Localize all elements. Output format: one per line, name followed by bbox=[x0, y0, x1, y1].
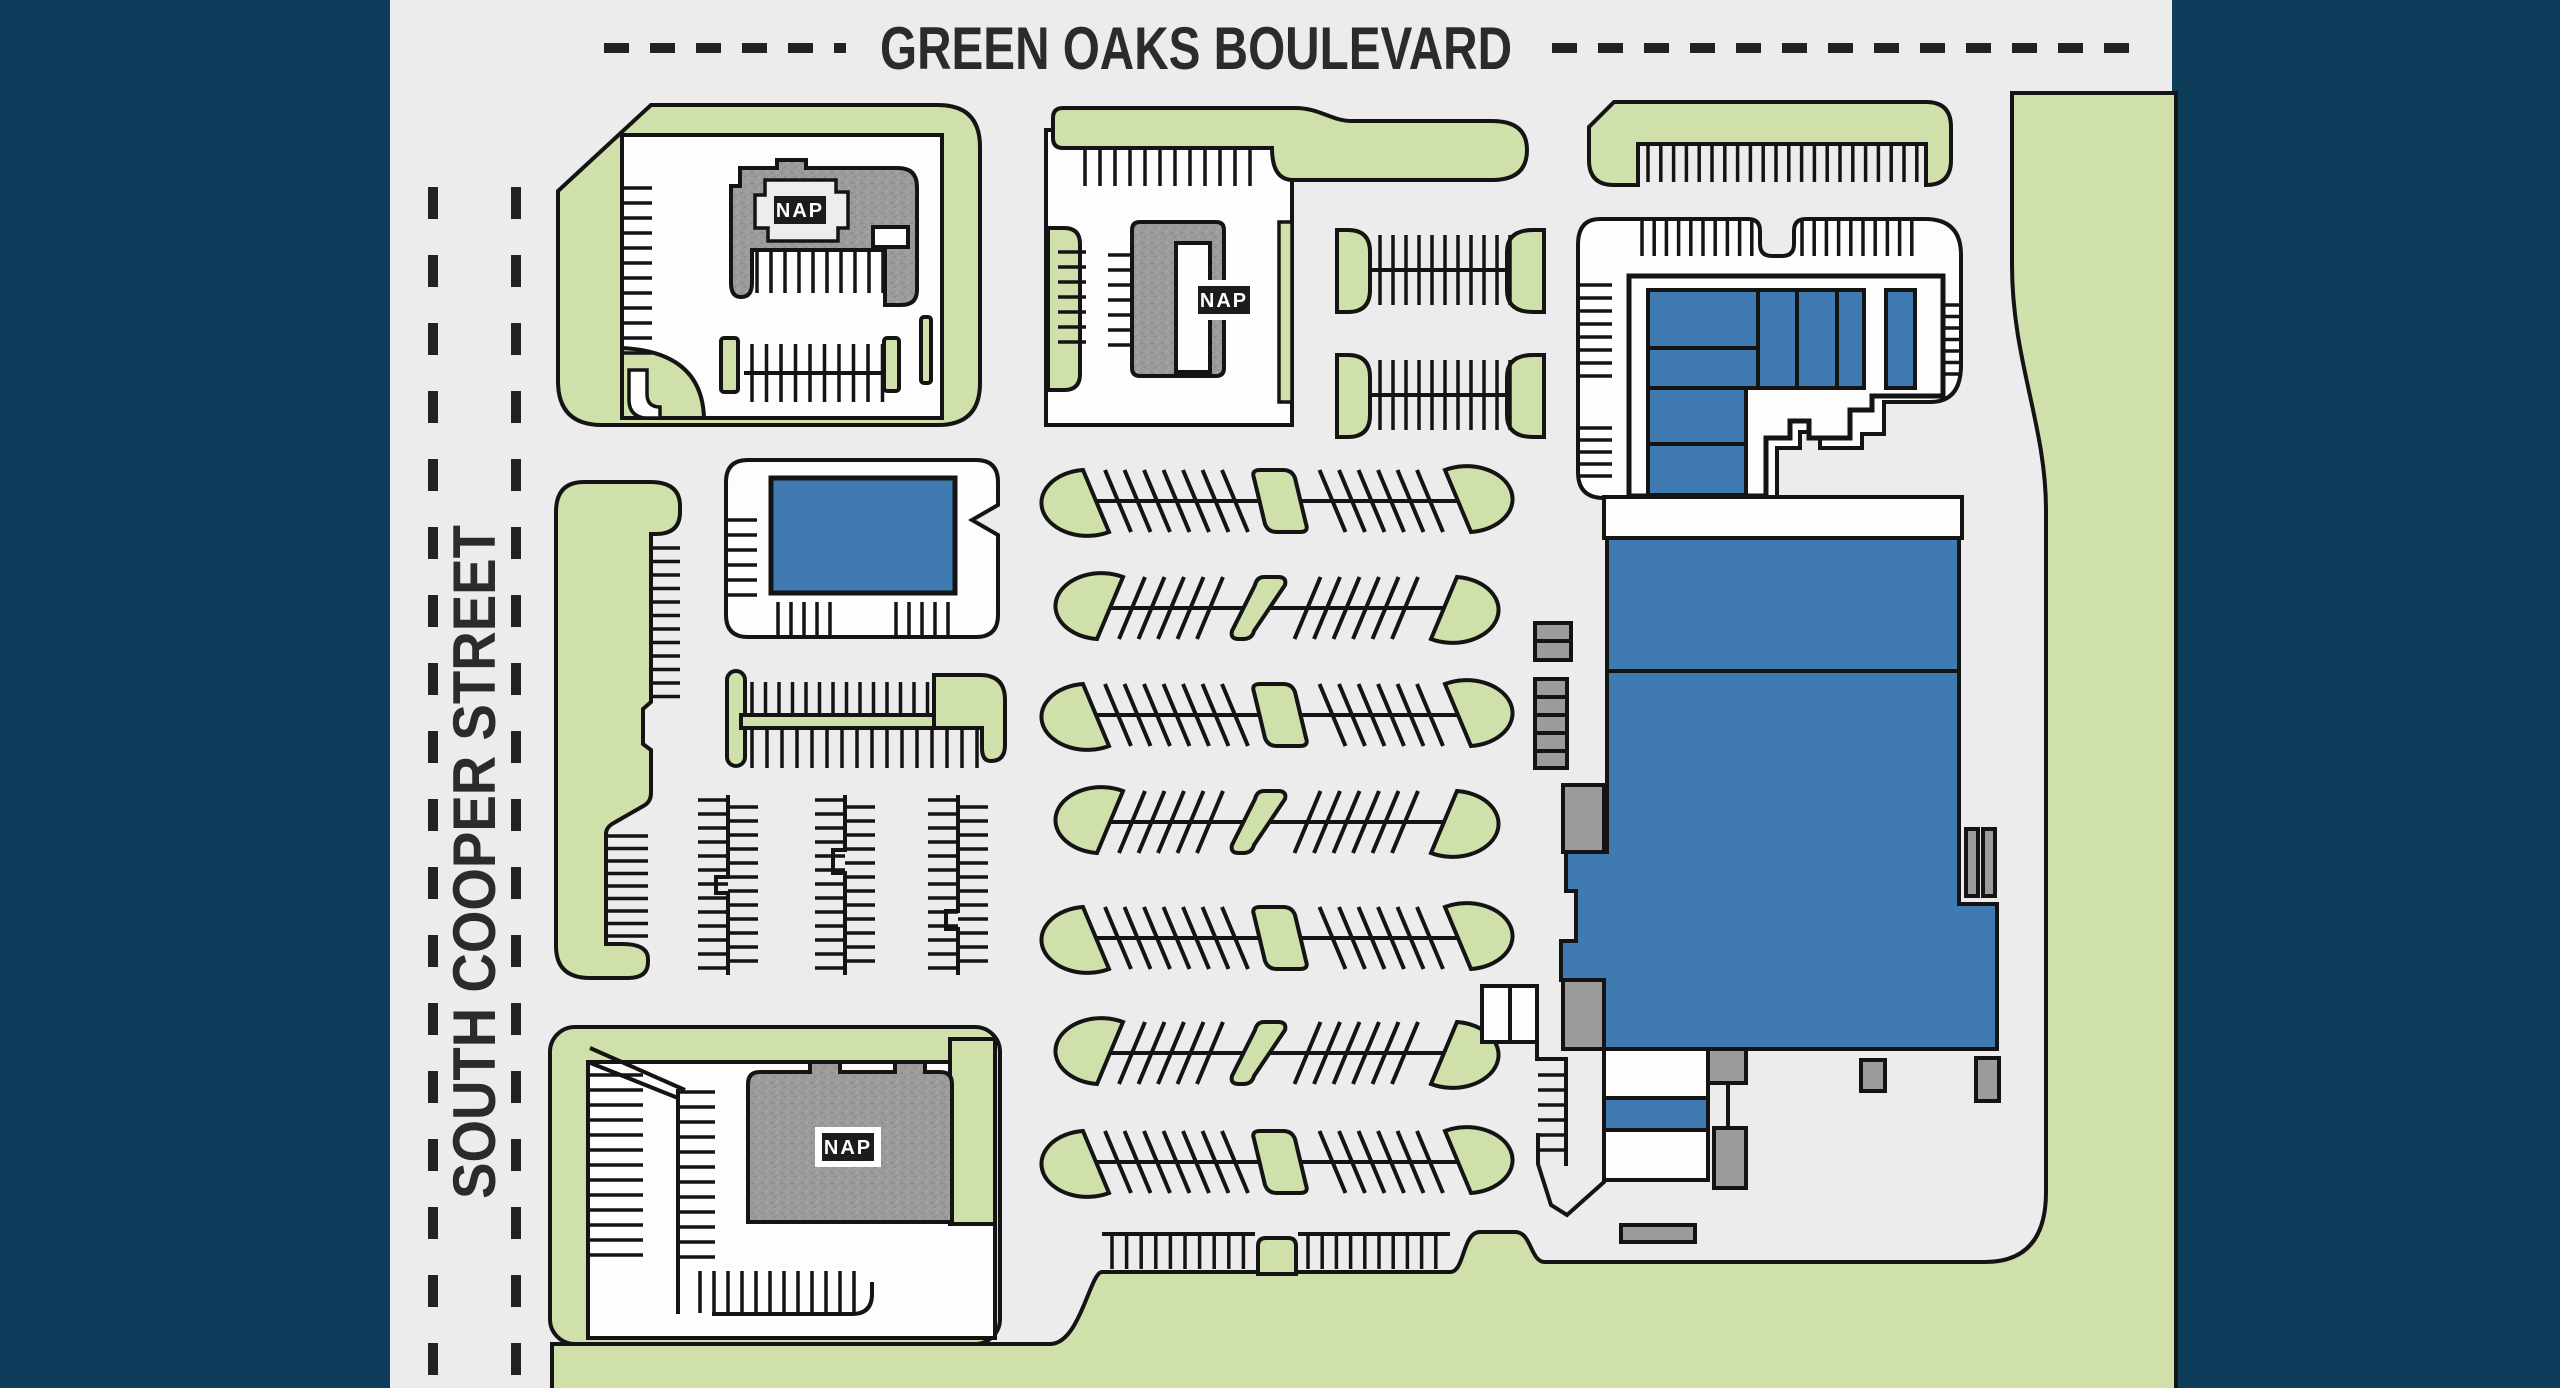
svg-text:NAP: NAP bbox=[1200, 290, 1248, 312]
svg-text:GREEN OAKS BOULEVARD: GREEN OAKS BOULEVARD bbox=[880, 15, 1512, 82]
svg-text:NAP: NAP bbox=[776, 200, 824, 222]
svg-text:SOUTH COOPER STREET: SOUTH COOPER STREET bbox=[441, 525, 508, 1199]
svg-text:NAP: NAP bbox=[824, 1137, 872, 1159]
